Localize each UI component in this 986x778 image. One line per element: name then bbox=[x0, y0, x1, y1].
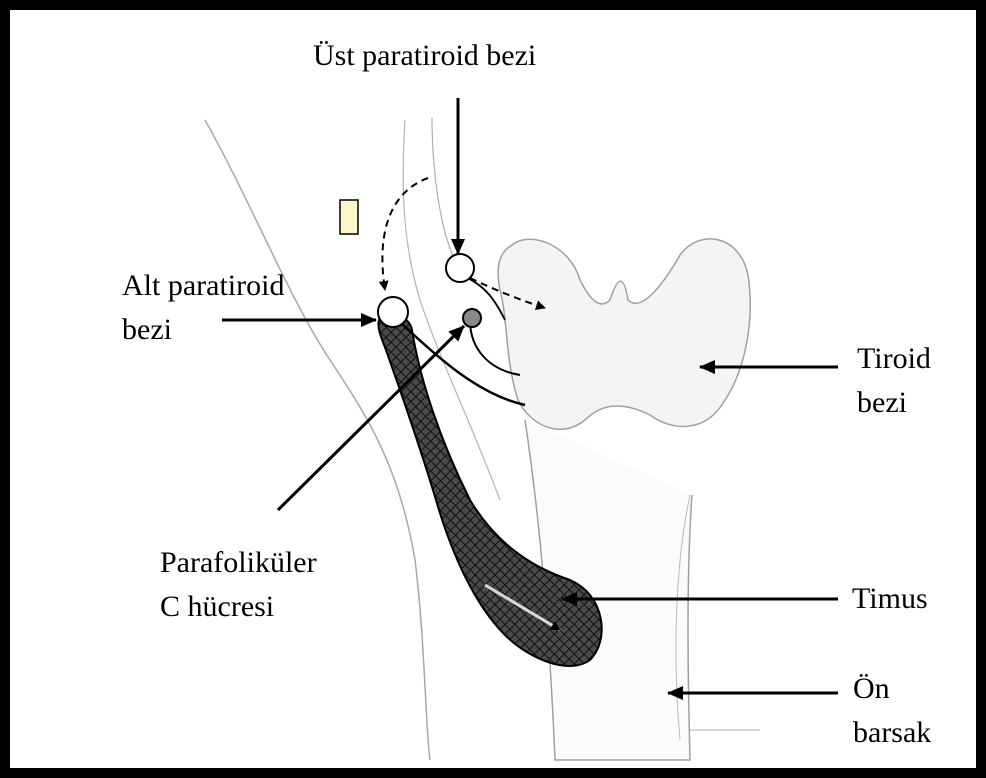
tiroid-bezi-shape bbox=[498, 239, 750, 429]
alt-paratiroid-label-line2: bezi bbox=[122, 312, 172, 348]
timus-label: Timus bbox=[852, 581, 928, 617]
tiroid-label-line2: bezi bbox=[857, 385, 907, 421]
parafolikuler-label-line2: C hücresi bbox=[160, 589, 274, 625]
tiroid-label-line1: Tiroid bbox=[857, 341, 931, 377]
alt-paratiroid-label-line1: Alt paratiroid bbox=[122, 268, 284, 304]
parafolikuler-label-line1: Parafoliküler bbox=[160, 545, 317, 581]
neck-upper-outline bbox=[432, 118, 455, 260]
on-barsak-label-line1: Ön bbox=[853, 671, 890, 707]
dashed-migration-arrow-left bbox=[382, 178, 428, 290]
on-barsak-label-line2: barsak bbox=[853, 715, 931, 751]
pharynx-outline bbox=[205, 120, 430, 760]
ust-paratiroid-label: Üst paratiroid bezi bbox=[313, 38, 536, 74]
ust-paratiroid-circle bbox=[446, 254, 474, 282]
marker-box bbox=[340, 200, 358, 234]
parafolikuler-circle bbox=[463, 309, 481, 327]
alt-paratiroid-circle bbox=[378, 297, 408, 327]
